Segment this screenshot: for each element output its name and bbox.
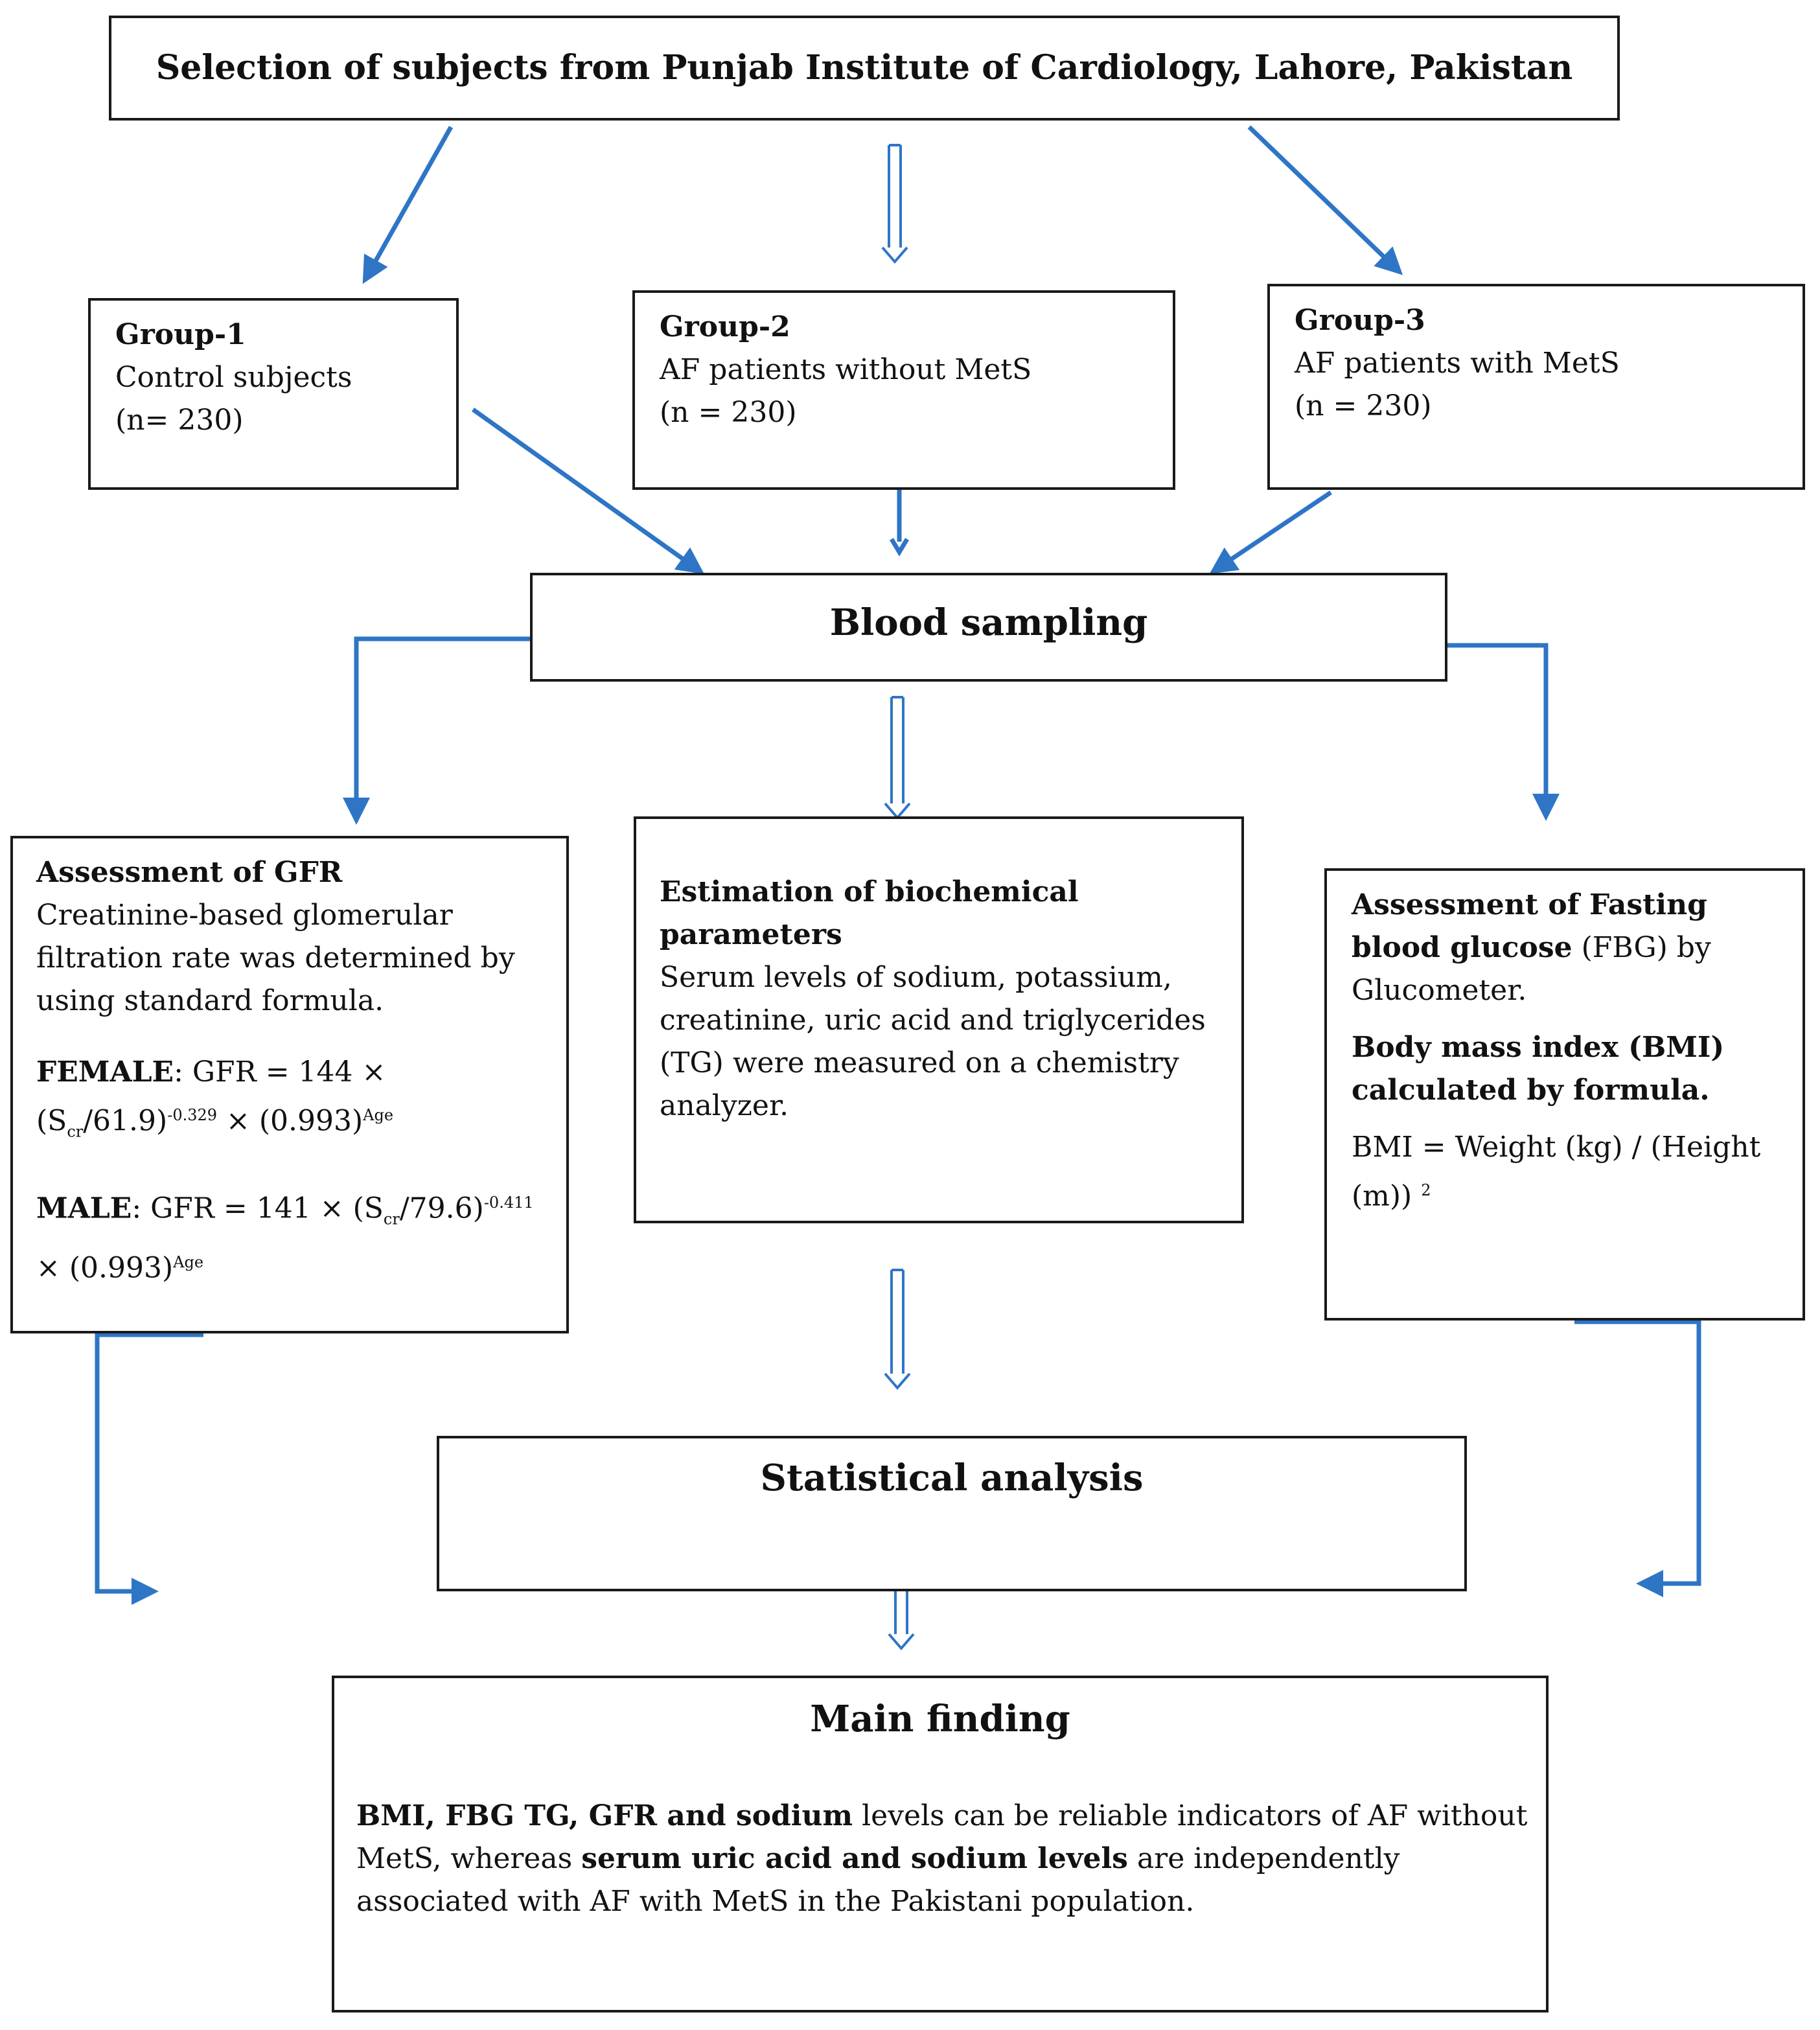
statistical-analysis-box: Statistical analysis <box>437 1436 1467 1591</box>
group3-box: Group-3 AF patients with MetS (n = 230) <box>1267 284 1805 490</box>
blood-sampling-text: Blood sampling <box>829 601 1148 644</box>
arrow-group1-to-blood <box>471 408 705 575</box>
gfr-box: Assessment of GFR Creatinine-based glome… <box>10 836 569 1333</box>
hollow-arrow-blood-to-biochem <box>884 696 911 820</box>
arrow-gfr-to-stats <box>95 1332 203 1605</box>
biochem-box: Estimation of biochemical parameters Ser… <box>634 816 1244 1223</box>
group1-desc: Control subjects <box>115 361 352 394</box>
group1-box: Group-1 Control subjects (n= 230) <box>88 298 459 490</box>
group2-title: Group-2 <box>660 310 790 343</box>
arrow-blood-to-gfr <box>343 636 530 825</box>
title-text: Selection of subjects from Punjab Instit… <box>156 48 1573 87</box>
arrow-group2-to-blood-head <box>889 538 910 557</box>
group2-box: Group-2 AF patients without MetS (n = 23… <box>632 290 1175 490</box>
fbg-title: Assessment of Fasting blood glucose (FBG… <box>1352 888 1711 1007</box>
group3-desc: AF patients with MetS <box>1295 347 1620 380</box>
fbg-box: Assessment of Fasting blood glucose (FBG… <box>1324 868 1805 1321</box>
bmi-title: Body mass index (BMI) calculated by form… <box>1352 1031 1725 1107</box>
main-finding-title: Main finding <box>810 1698 1070 1740</box>
arrow-title-to-group3 <box>1247 125 1403 275</box>
group2-desc: AF patients without MetS <box>660 353 1032 386</box>
group1-n: (n= 230) <box>115 404 244 437</box>
group1-title: Group-1 <box>115 318 246 351</box>
arrow-group3-to-blood <box>1209 490 1332 574</box>
biochem-title: Estimation of biochemical parameters <box>660 875 1079 951</box>
main-finding-box: Main finding BMI, FBG TG, GFR and sodium… <box>332 1676 1549 2013</box>
main-finding-text: BMI, FBG TG, GFR and sodium levels can b… <box>356 1799 1528 1918</box>
arrow-title-to-group1 <box>362 126 454 284</box>
gfr-female-formula: FEMALE: GFR = 144 × (Scr/61.9)-0.329 × (… <box>36 1055 394 1141</box>
bmi-formula: BMI = Weight (kg) / (Height (m)) 2 <box>1352 1131 1761 1213</box>
blood-sampling-box: Blood sampling <box>530 573 1447 682</box>
gfr-title: Assessment of GFR <box>36 856 343 889</box>
group3-title: Group-3 <box>1295 304 1425 337</box>
gfr-male-formula: MALE: GFR = 141 × (Scr/79.6)-0.411 × (0.… <box>36 1192 534 1285</box>
gfr-desc: Creatinine-based glomerular filtration r… <box>36 899 515 1017</box>
biochem-desc: Serum levels of sodium, potassium, creat… <box>660 961 1206 1122</box>
arrow-fbg-to-stats <box>1574 1319 1701 1597</box>
group2-n: (n = 230) <box>660 396 797 429</box>
arrow-blood-to-fbg <box>1446 643 1560 821</box>
hollow-arrow-title-to-group2 <box>881 144 908 264</box>
title-box: Selection of subjects from Punjab Instit… <box>109 16 1620 121</box>
statistical-analysis-text: Statistical analysis <box>760 1457 1144 1499</box>
group3-n: (n = 230) <box>1295 389 1432 422</box>
hollow-arrow-biochem-to-stats <box>884 1269 911 1390</box>
